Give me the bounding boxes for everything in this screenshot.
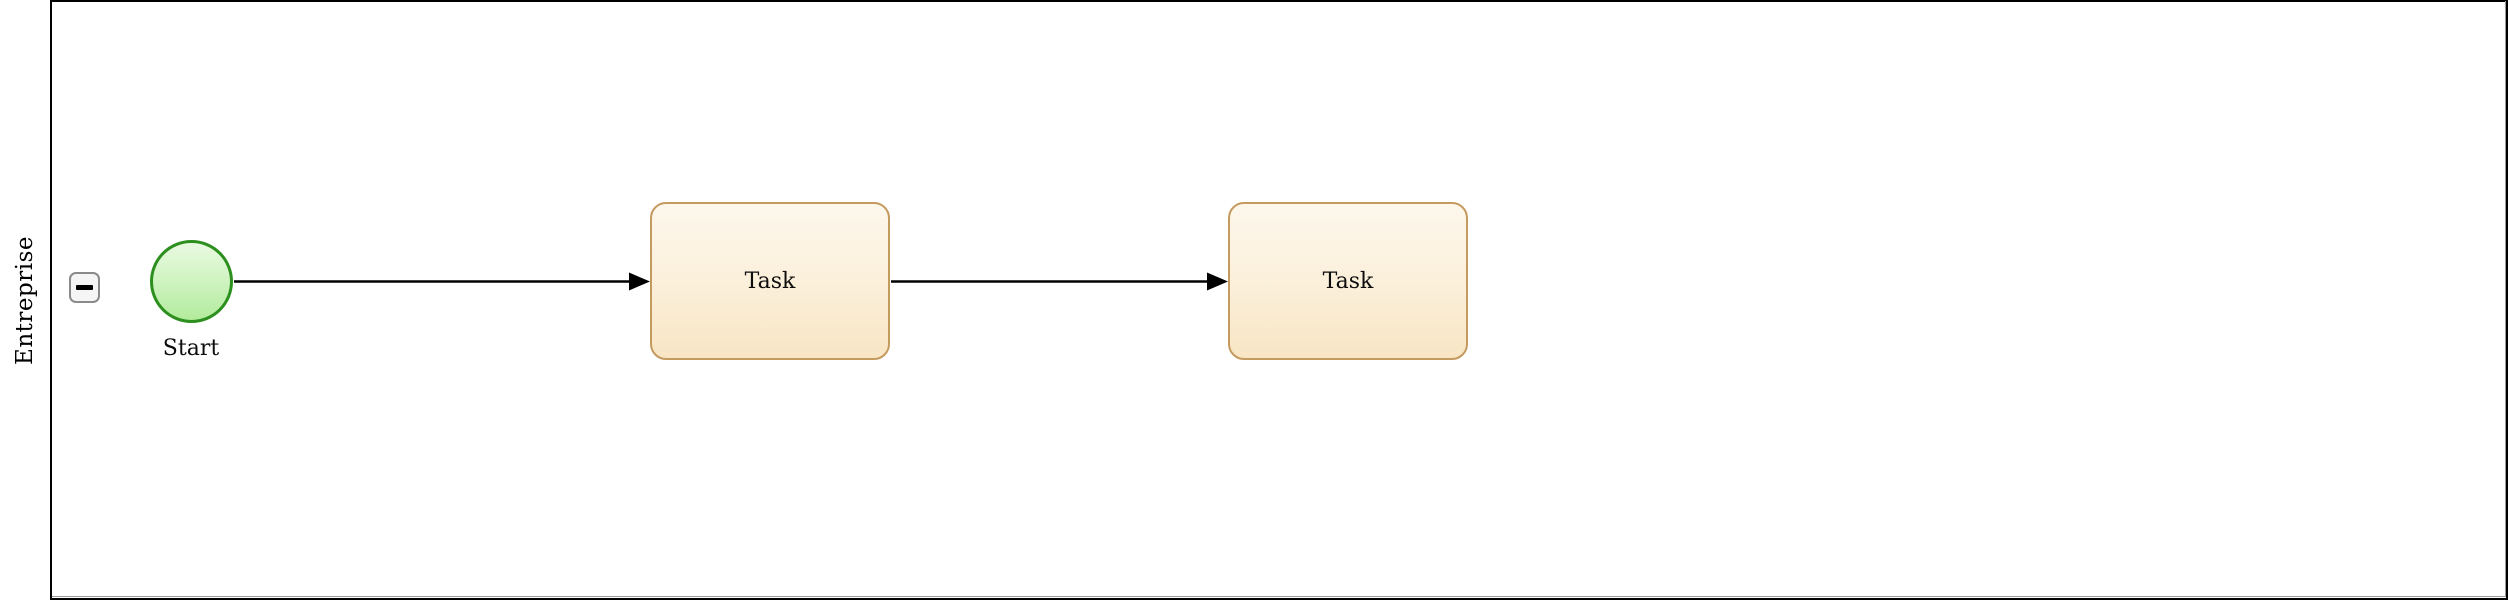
task-2-label: Task	[1322, 268, 1374, 294]
start-event-circle[interactable]	[150, 240, 233, 323]
task-1-label: Task	[744, 268, 796, 294]
pool-label-band: Entreprise	[0, 0, 52, 600]
minus-icon	[76, 285, 93, 290]
pool-label: Entreprise	[12, 235, 38, 365]
pool-collapse-button[interactable]	[69, 272, 100, 303]
task-node-1[interactable]: Task	[650, 202, 890, 360]
task-node-2[interactable]: Task	[1228, 202, 1468, 360]
start-event-label: Start	[162, 336, 220, 361]
